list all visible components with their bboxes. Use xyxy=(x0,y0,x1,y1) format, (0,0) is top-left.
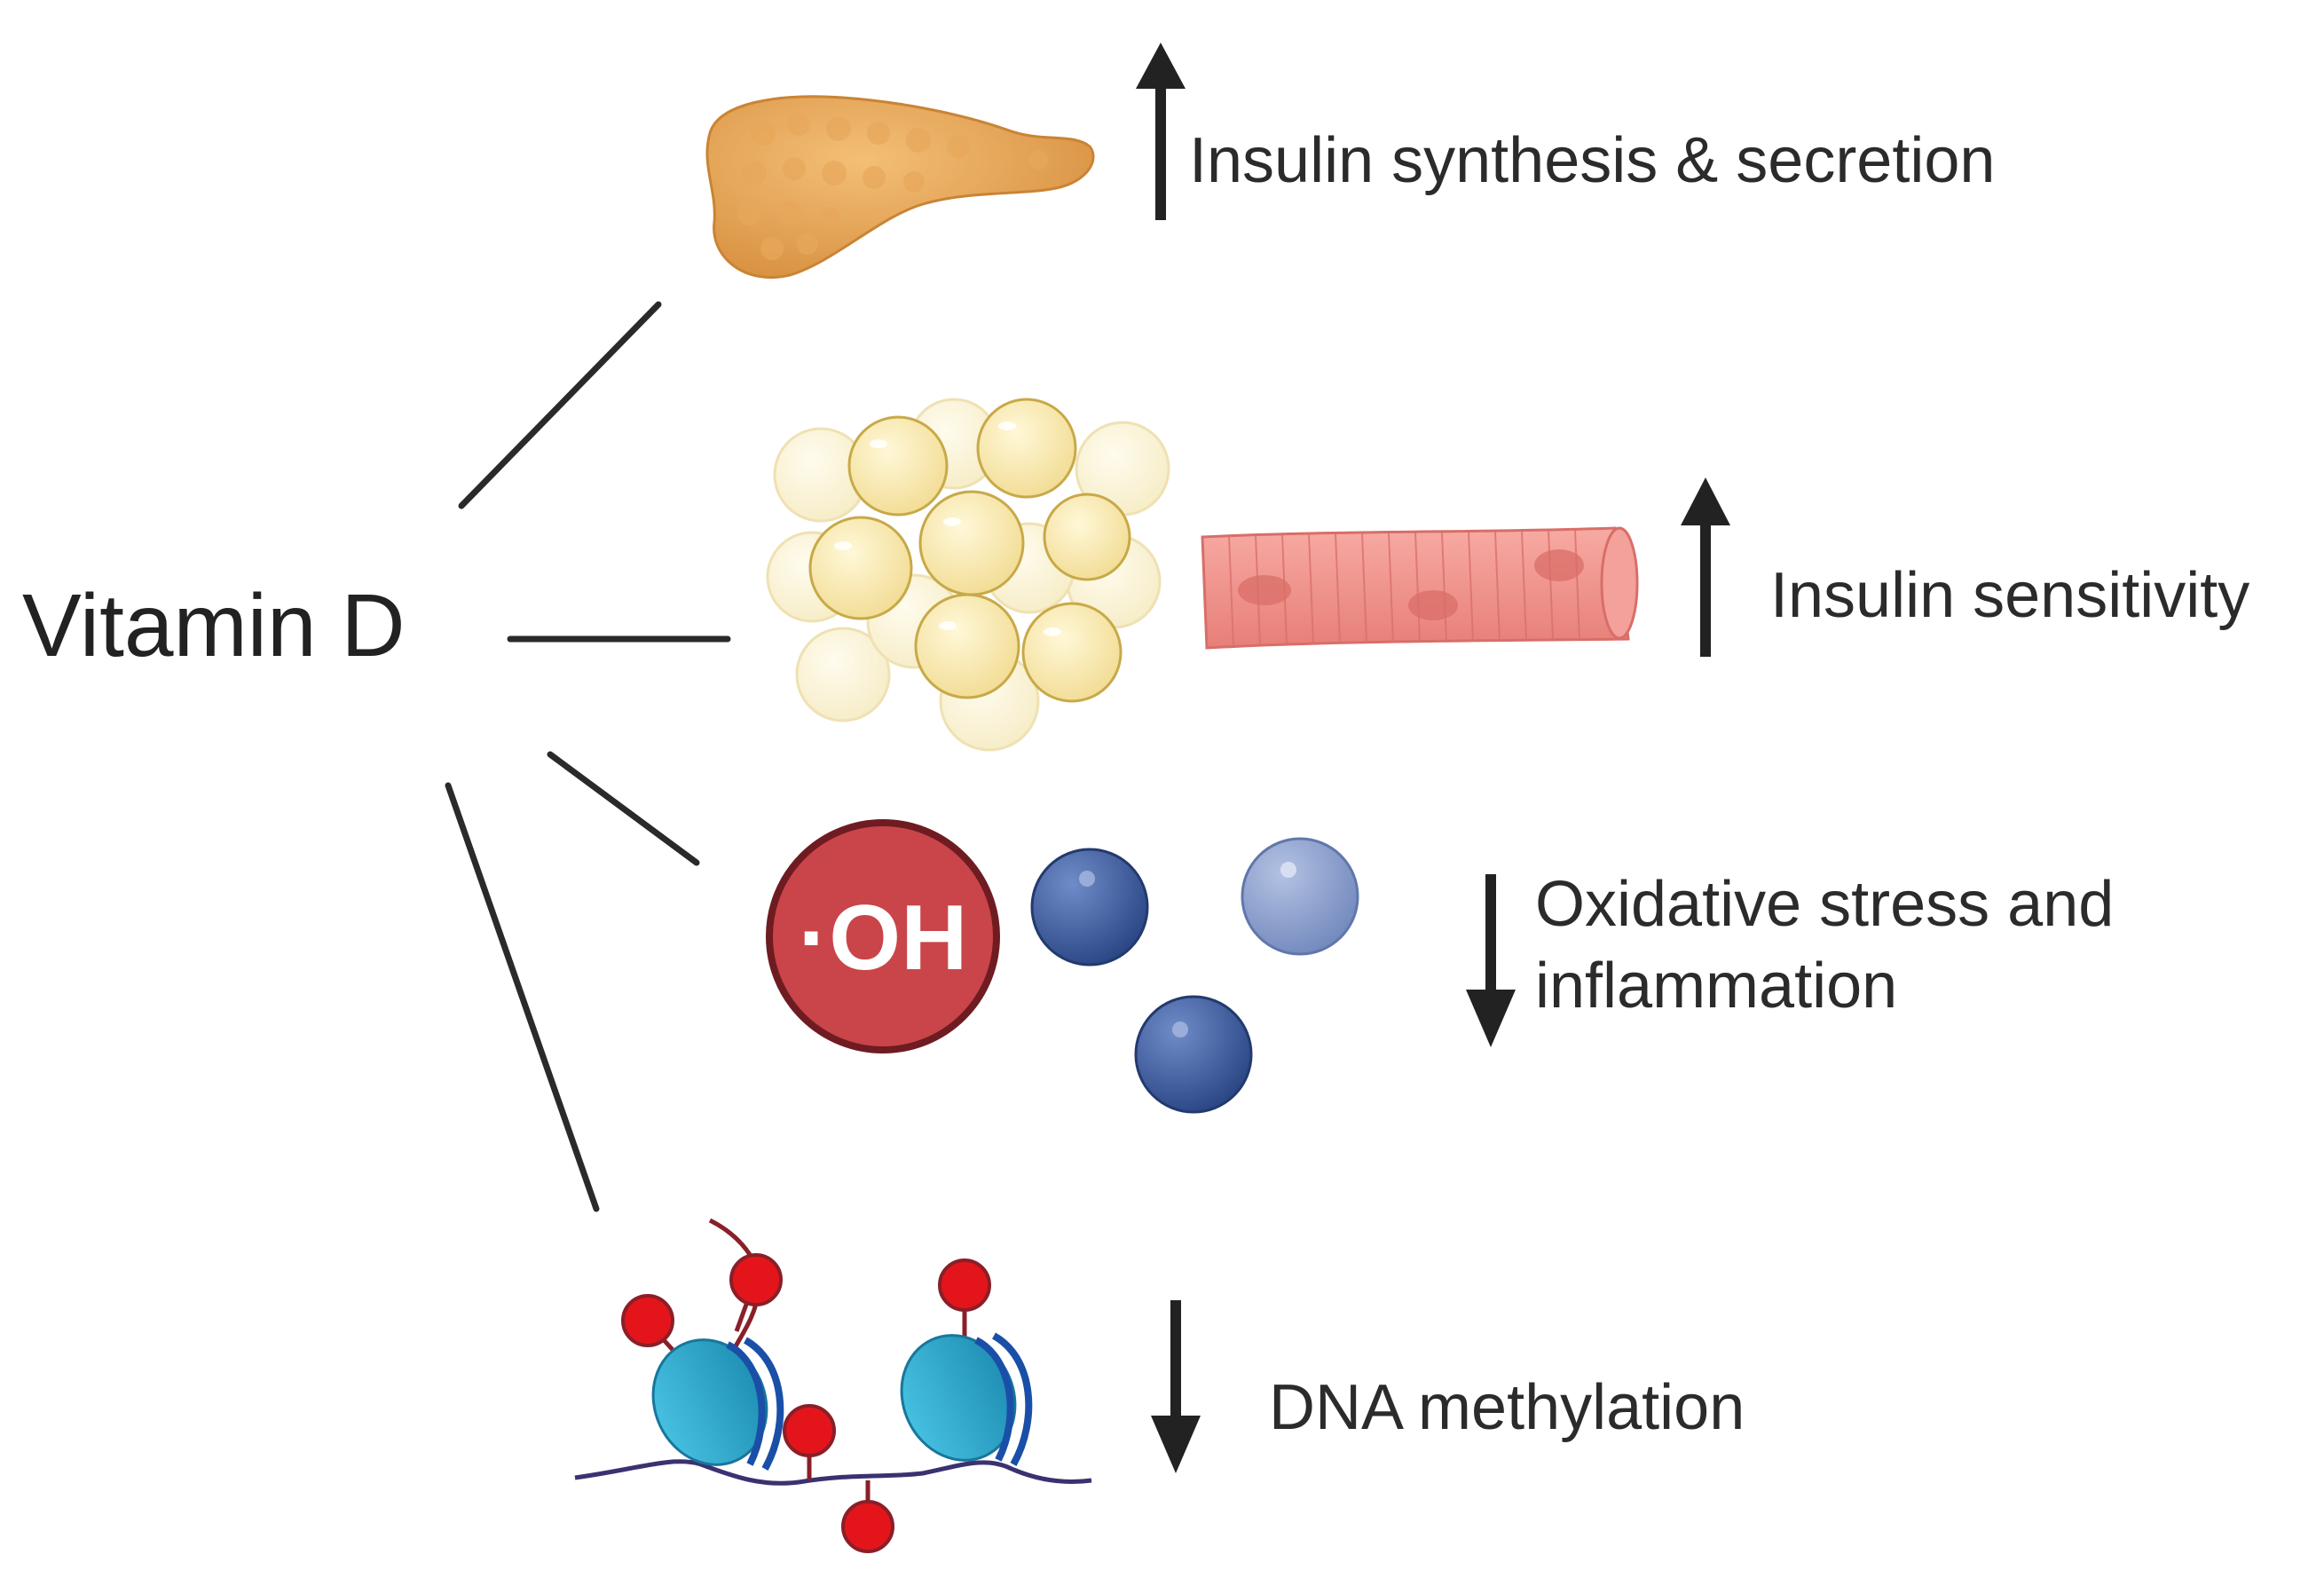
connector-lines xyxy=(445,301,731,1212)
free-radicals-icon: ·OH xyxy=(766,819,1359,1114)
molecule xyxy=(1241,837,1359,956)
oxidative-stress-label: Oxidative stress and xyxy=(1535,869,2115,940)
insulin-secretion-label: Insulin synthesis & secretion xyxy=(1189,125,1996,196)
methyl-group xyxy=(783,1404,836,1457)
molecule xyxy=(1134,995,1253,1114)
pancreas-icon xyxy=(705,95,1095,279)
arrow-down-icon xyxy=(1151,1300,1201,1473)
methyl-group xyxy=(938,1259,991,1312)
dna-methylation-label: DNA methylation xyxy=(1269,1372,1745,1443)
radical-label: ·OH xyxy=(799,887,968,990)
methyl-group xyxy=(729,1253,783,1306)
arrow-up-icon xyxy=(1136,43,1186,220)
methyl-group xyxy=(621,1294,674,1347)
histone xyxy=(651,1337,784,1471)
arrow-up-icon xyxy=(1681,477,1730,657)
inflammation-label: inflammation xyxy=(1535,951,1898,1022)
diagram-title: Vitamin D xyxy=(22,576,406,675)
insulin-sensitivity-label: Insulin sensitivity xyxy=(1770,560,2250,631)
adipocytes-icon xyxy=(766,398,1170,752)
connector-dna xyxy=(445,782,600,1212)
nucleosome-icon xyxy=(574,1218,1092,1553)
connector-pancreas xyxy=(458,301,662,509)
histone xyxy=(900,1332,1033,1466)
muscle-fiber-icon xyxy=(1201,526,1639,650)
arrow-down-icon xyxy=(1466,874,1516,1047)
connector-radicals xyxy=(547,751,700,866)
methyl-group xyxy=(841,1500,894,1553)
molecule xyxy=(1030,848,1149,967)
hydroxyl-radical: ·OH xyxy=(766,819,1000,1053)
